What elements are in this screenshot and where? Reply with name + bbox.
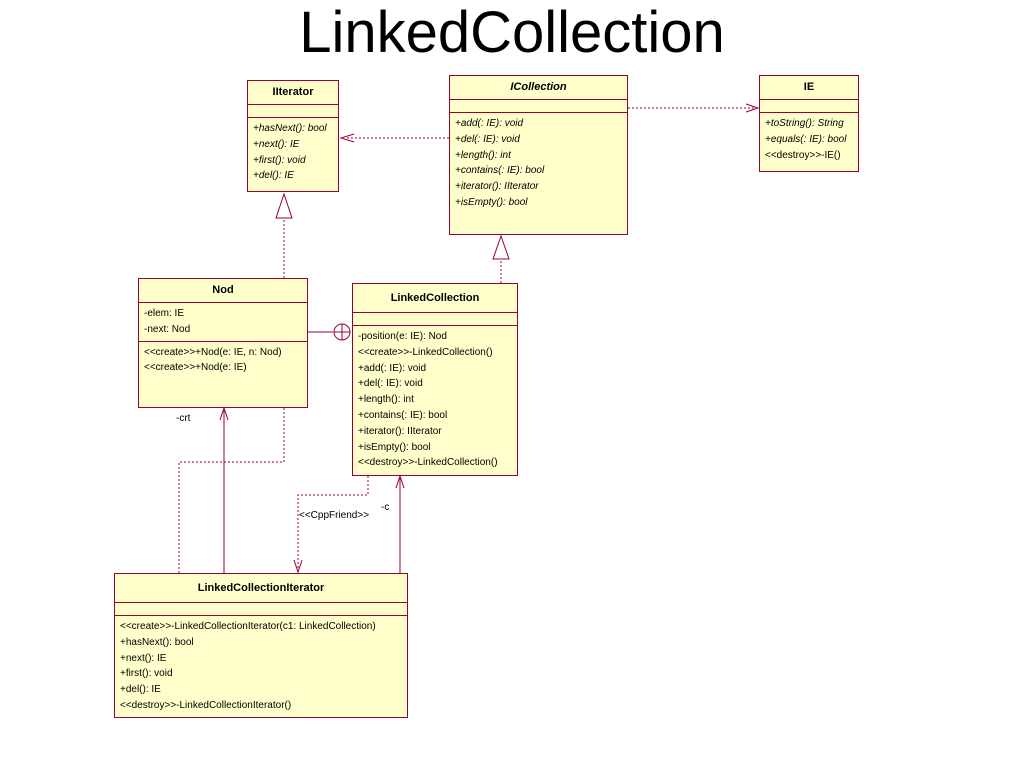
- operation: <<destroy>>-LinkedCollectionIterator(): [120, 699, 292, 711]
- class-name: Nod: [139, 279, 307, 303]
- attributes-compartment: -elem: IE -next: Nod: [139, 303, 307, 342]
- dependency-cppfriend: [293, 476, 369, 574]
- dependency-icollection-iiterator: [339, 133, 449, 143]
- attribute: -elem: IE: [144, 308, 185, 319]
- nesting-nod-linkedcollection: [308, 323, 351, 341]
- operation: +toString(): String: [765, 118, 844, 129]
- operations-compartment: +add(: IE): void +del(: IE): void +lengt…: [450, 113, 627, 214]
- operation: <<create>>-LinkedCollection(): [358, 346, 493, 358]
- operation: +length(): int: [455, 149, 511, 161]
- class-linkedcollection[interactable]: LinkedCollection -position(e: IE): Nod <…: [352, 283, 518, 476]
- edge-label-crt: -crt: [176, 413, 191, 424]
- operation: +length(): int: [358, 394, 414, 406]
- operation: +add(: IE): void: [455, 118, 524, 129]
- operation: +next(): IE: [120, 652, 167, 664]
- class-iiterator[interactable]: IIterator +hasNext(): bool +next(): IE +…: [247, 80, 339, 192]
- class-name: IE: [760, 76, 858, 100]
- operation: +hasNext(): bool: [120, 636, 194, 648]
- class-icollection[interactable]: ICollection +add(: IE): void +del(: IE):…: [449, 75, 628, 235]
- association-crt: [219, 406, 229, 573]
- operation: +contains(: IE): bool: [455, 165, 545, 177]
- operations-compartment: +hasNext(): bool +next(): IE +first(): v…: [248, 118, 338, 187]
- class-name: LinkedCollectionIterator: [115, 574, 407, 603]
- class-ie[interactable]: IE +toString(): String +equals(: IE): bo…: [759, 75, 859, 172]
- operation: -position(e: IE): Nod: [358, 331, 447, 342]
- operations-compartment: <<create>>-LinkedCollectionIterator(c1: …: [115, 616, 407, 717]
- operation: +first(): void: [253, 154, 306, 166]
- operation: +equals(: IE): bool: [765, 133, 847, 145]
- class-linkedcollectioniterator[interactable]: LinkedCollectionIterator <<create>>-Link…: [114, 573, 408, 718]
- realization-linkedcollection-icollection: [492, 234, 510, 283]
- operation: <<destroy>>-IE(): [765, 149, 841, 161]
- operation: <<destroy>>-LinkedCollection(): [358, 457, 498, 469]
- operation: +iterator(): IIterator: [358, 425, 442, 437]
- attribute: -next: Nod: [144, 323, 191, 335]
- operation: +add(: IE): void: [358, 362, 427, 374]
- operation: +isEmpty(): bool: [455, 196, 528, 208]
- operation: +del(: IE): void: [358, 378, 423, 390]
- edge-label-c: -c: [381, 502, 390, 513]
- operation: +del(): IE: [120, 684, 161, 696]
- attributes-compartment: [450, 100, 627, 113]
- operation: +contains(: IE): bool: [358, 409, 448, 421]
- attributes-compartment: [353, 313, 517, 326]
- operation: <<create>>+Nod(e: IE, n: Nod): [144, 346, 282, 358]
- operation: +isEmpty(): bool: [358, 441, 431, 453]
- dependency-icollection-ie: [628, 103, 760, 113]
- attributes-compartment: [115, 603, 407, 616]
- association-c: [395, 474, 405, 573]
- operation: <<create>>+Nod(e: IE): [144, 362, 247, 374]
- operation: +del(: IE): void: [455, 133, 520, 145]
- operation: +hasNext(): bool: [253, 123, 327, 134]
- operation: <<create>>-LinkedCollectionIterator(c1: …: [120, 621, 376, 632]
- operation: +next(): IE: [253, 138, 300, 150]
- class-name: IIterator: [248, 81, 338, 105]
- operations-compartment: <<create>>+Nod(e: IE, n: Nod) <<create>>…: [139, 342, 307, 380]
- operation: +del(): IE: [253, 170, 294, 182]
- edge-label-cppfriend: <<CppFriend>>: [299, 510, 370, 521]
- operations-compartment: -position(e: IE): Nod <<create>>-LinkedC…: [353, 326, 517, 474]
- class-nod[interactable]: Nod -elem: IE -next: Nod <<create>>+Nod(…: [138, 278, 308, 408]
- attributes-compartment: [248, 105, 338, 118]
- operations-compartment: +toString(): String +equals(: IE): bool …: [760, 113, 858, 166]
- page-title: LinkedCollection: [299, 0, 725, 65]
- class-name: LinkedCollection: [353, 284, 517, 313]
- attributes-compartment: [760, 100, 858, 113]
- operation: +iterator(): IIterator: [455, 181, 539, 193]
- operation: +first(): void: [120, 668, 173, 680]
- class-name: ICollection: [450, 76, 627, 100]
